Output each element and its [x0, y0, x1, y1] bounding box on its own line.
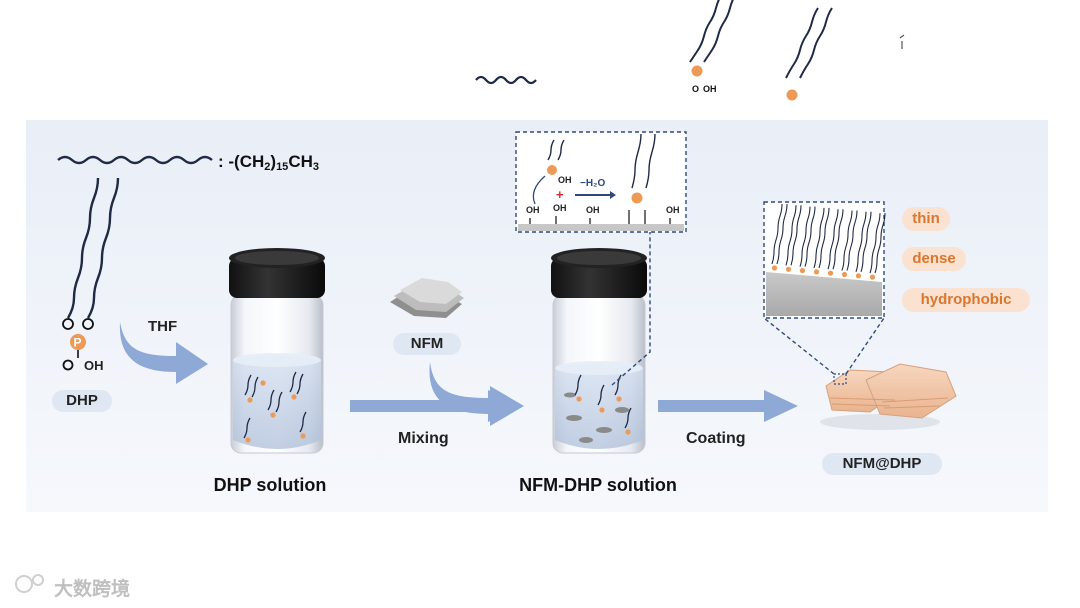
inset-chain	[827, 209, 839, 270]
inset-chain	[874, 213, 886, 274]
mixing-arrow	[350, 390, 522, 422]
nfm-dhp-product	[820, 363, 957, 430]
thf-label: THF	[148, 318, 178, 335]
coating-arrow	[658, 390, 798, 422]
dhp-molecule: P	[62, 177, 120, 371]
inset-phosphorus	[771, 265, 778, 271]
reaction-plus: +	[556, 187, 564, 202]
inset-phosphorus	[855, 273, 862, 279]
property-thin: thin	[902, 207, 950, 231]
svg-text:P: P	[74, 336, 82, 350]
inset-chain	[790, 205, 802, 266]
coating-label: Coating	[686, 430, 746, 447]
inset-phosphorus	[869, 274, 876, 280]
dhp-solution-caption: DHP solution	[213, 475, 327, 495]
dhp-badge: DHP	[52, 390, 112, 412]
stray-molecule-2	[785, 7, 833, 101]
reaction-oh-5: OH	[558, 175, 572, 185]
inset-chain	[832, 209, 844, 270]
reaction-inset	[515, 131, 687, 233]
thf-arrow	[119, 322, 208, 384]
inset-chain	[860, 211, 872, 272]
svg-text:O: O	[692, 84, 699, 94]
inset-phosphorus	[785, 266, 792, 272]
inset-chain	[846, 210, 858, 271]
mixing-label: Mixing	[398, 430, 449, 447]
watermark-text: 大数跨境	[54, 579, 131, 600]
stray-chain-short	[475, 75, 537, 85]
dhp-solution-vial	[229, 248, 325, 454]
inset-phosphorus	[799, 268, 806, 274]
reaction-water-loss: −H₂O	[580, 178, 606, 189]
dhp-oh-label: OH	[84, 358, 104, 373]
property-hydrophobic: hydrophobic	[902, 288, 1030, 312]
inset-chain	[855, 211, 867, 272]
inset-chain	[804, 206, 816, 267]
reaction-oh-4: OH	[666, 205, 680, 215]
inset-chain	[785, 205, 797, 266]
inset-phosphorus	[827, 270, 834, 276]
nfm-flakes	[390, 278, 464, 318]
inset-phosphorus	[841, 271, 848, 278]
reaction-oh-3: OH	[586, 205, 600, 215]
nfm-dhp-solution-caption: NFM-DHP solution	[519, 475, 677, 495]
legend-chain-icon	[57, 155, 213, 165]
legend-formula: : -(CH2)15CH3	[218, 152, 319, 173]
nfm-at-dhp-badge: NFM@DHP	[822, 453, 942, 475]
zoom-connector-1	[611, 232, 651, 386]
inset-chain	[771, 203, 783, 265]
property-dense: dense	[902, 247, 966, 271]
inset-phosphorus	[813, 269, 820, 275]
inset-chain	[818, 207, 830, 269]
svg-text:OH: OH	[703, 84, 717, 94]
reaction-oh-1: OH	[526, 205, 540, 215]
reaction-oh-2: OH	[553, 203, 567, 213]
watermark-logo-icon	[15, 574, 44, 593]
inset-chain	[841, 210, 853, 271]
zoom-connector-2	[763, 317, 885, 375]
inset-chain	[776, 203, 788, 265]
stray-mark	[899, 34, 905, 49]
inset-chain	[813, 207, 825, 269]
inset-chain	[799, 206, 811, 267]
stray-molecule-1: O OH	[689, 0, 734, 94]
coating-inset	[763, 201, 886, 319]
inset-chain	[869, 213, 881, 274]
nfm-badge: NFM	[393, 333, 461, 355]
nfm-dhp-solution-vial	[551, 248, 647, 454]
